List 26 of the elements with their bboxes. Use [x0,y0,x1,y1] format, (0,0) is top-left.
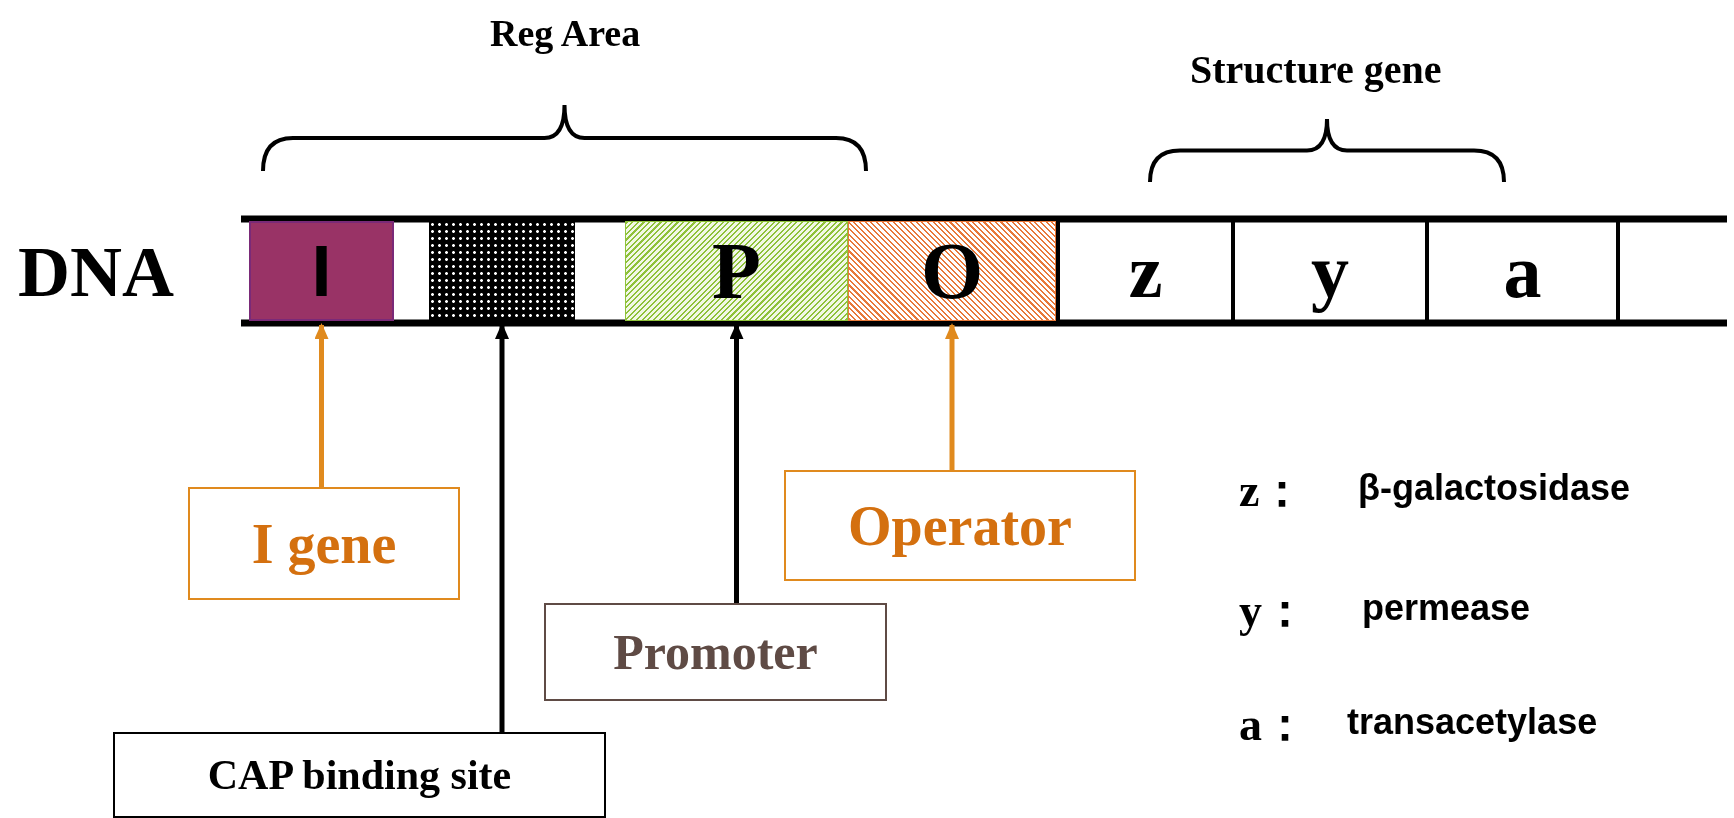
gene-cell [1427,221,1620,321]
callout-box [544,603,887,701]
segment-label: z [1128,233,1163,309]
strand-label: DNA [18,236,174,308]
gene-cell [1233,221,1427,321]
gene-letter: y： [1239,588,1308,634]
callout-box [188,487,460,600]
gene-cell [1056,221,1233,321]
gene-letter: a： [1239,702,1308,748]
arrow [945,323,959,470]
section-title: Structure gene [1190,50,1442,90]
enzyme-name: permease [1362,590,1531,626]
segment-label: a [1503,233,1542,309]
segment-label: Promoter [613,627,818,677]
enzyme-name: β-galactosidase [1358,470,1631,506]
gene-letter: z： [1239,468,1306,514]
gene-segment-box [249,221,394,321]
enzyme-name: transacetylase [1347,704,1598,740]
callout-box [113,732,606,818]
segment-label: I [311,235,332,307]
segment-label: CAP binding site [207,754,512,796]
arrow [495,323,509,732]
arrow [314,323,329,487]
section-title: Reg Area [490,14,641,52]
callout-box [784,470,1136,581]
arrow [729,323,744,603]
